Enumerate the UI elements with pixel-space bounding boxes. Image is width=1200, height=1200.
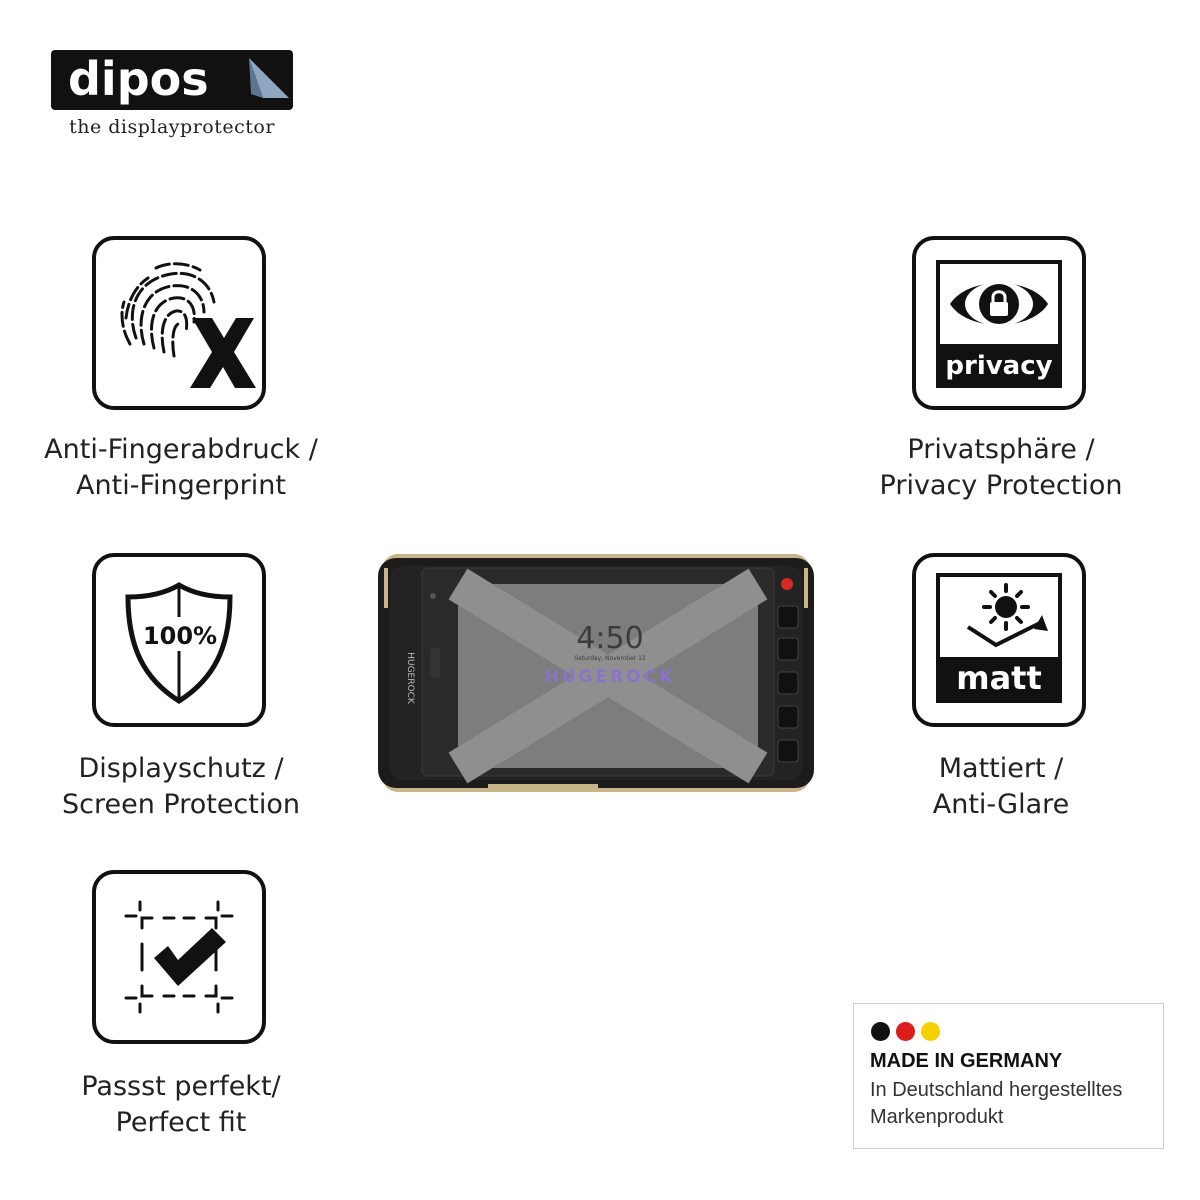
- power-button-icon: [781, 578, 793, 590]
- made-in-title: MADE IN GERMANY: [870, 1050, 1063, 1072]
- checkmark-frame-icon: [124, 900, 234, 1014]
- made-in-line1: In Deutschland hergestelltes: [870, 1079, 1123, 1101]
- brand-logo-word: dipos: [68, 52, 209, 106]
- home-button-icon: [777, 637, 799, 661]
- caption-line: Screen Protection: [61, 789, 300, 820]
- peel-corner-icon: [249, 58, 289, 98]
- volume-up-button-icon: [777, 705, 799, 729]
- feature-caption-screen-protection: Displayschutz / Screen Protection: [11, 751, 351, 823]
- feature-tile-matt: matt: [912, 553, 1086, 727]
- rugged-tablet-image: 4:50 Saturday, November 11 HUGEROCK HUGE…: [378, 554, 814, 792]
- feature-caption-perfect-fit: Passst perfekt/ Perfect fit: [11, 1069, 351, 1141]
- feature-tile-privacy: privacy: [912, 236, 1086, 410]
- screen-date: Saturday, November 11: [574, 655, 646, 662]
- sun-matt-icon: matt: [936, 573, 1062, 703]
- volume-down-button-icon: [777, 739, 799, 763]
- caption-line: Anti-Fingerprint: [76, 470, 286, 501]
- device-brand-vertical: HUGEROCK: [405, 652, 415, 705]
- shield-badge-text: 100%: [143, 622, 217, 650]
- screen-brand: HUGEROCK: [545, 667, 676, 687]
- brand-tagline: the displayprotector: [69, 116, 275, 138]
- feature-tile-perfect-fit: [92, 870, 266, 1044]
- matt-badge-text: matt: [956, 659, 1042, 697]
- privacy-badge-text: privacy: [945, 351, 1052, 381]
- privacy-eye-lock-icon: privacy: [936, 260, 1062, 388]
- feature-tile-screen-protection: 100%: [92, 553, 266, 727]
- back-button-icon: [777, 605, 799, 629]
- feature-tile-anti-fingerprint: [92, 236, 266, 410]
- screen-clock: 4:50: [576, 621, 643, 656]
- caption-line: Anti-Fingerabdruck /: [44, 434, 318, 465]
- feature-caption-anti-fingerprint: Anti-Fingerabdruck / Anti-Fingerprint: [11, 432, 351, 504]
- caption-line: Anti-Glare: [932, 789, 1070, 820]
- caption-line: Mattiert /: [938, 753, 1064, 784]
- caption-line: Perfect fit: [115, 1107, 247, 1138]
- shield-100-icon: 100%: [125, 582, 233, 704]
- camera-button-icon: [777, 671, 799, 695]
- feature-caption-matt: Mattiert / Anti-Glare: [831, 751, 1171, 823]
- made-in-line2: Markenprodukt: [870, 1106, 1004, 1128]
- flag-dot-gold: [921, 1022, 940, 1041]
- fingerprint-cross-icon: [120, 262, 256, 388]
- caption-line: Privacy Protection: [879, 470, 1123, 501]
- feature-caption-privacy: Privatsphäre / Privacy Protection: [831, 432, 1171, 504]
- caption-line: Passst perfekt/: [81, 1071, 281, 1102]
- caption-line: Displayschutz /: [78, 753, 284, 784]
- caption-line: Privatsphäre /: [907, 434, 1095, 465]
- flag-dot-black: [871, 1022, 890, 1041]
- flag-dot-red: [896, 1022, 915, 1041]
